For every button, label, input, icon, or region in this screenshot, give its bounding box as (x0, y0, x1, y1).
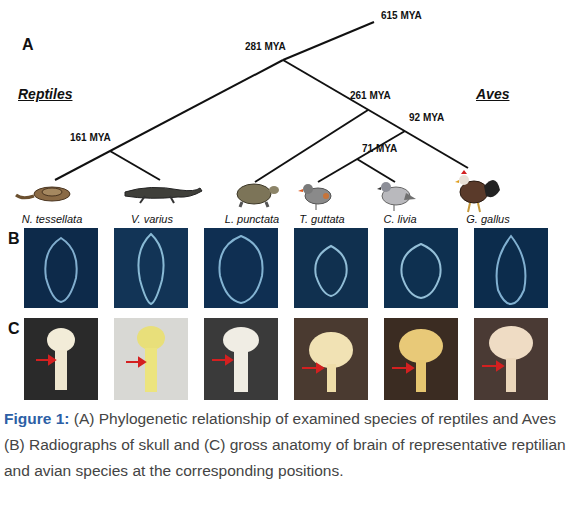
radiograph-panel (474, 228, 548, 308)
figure-caption: Figure 1: (A) Phylogenetic relationship … (4, 406, 570, 484)
brain-photos (24, 318, 548, 400)
brain-photo (204, 318, 278, 400)
brain-photo (474, 318, 548, 400)
skull-radiographs (24, 228, 548, 308)
species-name: G. gallus (466, 213, 509, 225)
divergence-time: 161 MYA (70, 132, 111, 143)
divergence-time: 281 MYA (245, 41, 286, 52)
species-name: N. tessellata (22, 213, 83, 225)
radiograph-panel (384, 228, 458, 308)
group-label: Reptiles (18, 86, 72, 102)
finch-icon (298, 184, 331, 210)
radiograph-panel (114, 228, 188, 308)
divergence-time: 261 MYA (350, 90, 391, 101)
species-name: C. livia (383, 213, 416, 225)
turtle-icon (237, 184, 279, 207)
rooster-icon (455, 170, 500, 212)
caption-figure-number: Figure 1: (4, 410, 69, 427)
lizard-icon (125, 187, 202, 203)
species-name: T. guttata (299, 213, 344, 225)
pigeon-icon (377, 182, 416, 211)
radiograph-panel (24, 228, 98, 308)
radiograph-panel (204, 228, 278, 308)
divergence-time: 71 MYA (362, 143, 397, 154)
divergence-time: 92 MYA (409, 112, 444, 123)
phylogenetic-tree (55, 22, 468, 182)
panel-letter: B (8, 230, 20, 248)
group-label: Aves (476, 86, 509, 102)
snake-icon (16, 187, 70, 201)
red-arrows (36, 356, 503, 372)
divergence-time: 615 MYA (381, 10, 422, 21)
species-name: V. varius (131, 213, 173, 225)
species-name: L. punctata (225, 213, 279, 225)
panel-letter: C (8, 320, 20, 338)
brain-photo (114, 318, 188, 400)
brain-photo (24, 318, 98, 400)
brain-photo (384, 318, 458, 400)
panel-letter: A (22, 36, 34, 54)
radiograph-panel (294, 228, 368, 308)
brain-photo (294, 318, 368, 400)
